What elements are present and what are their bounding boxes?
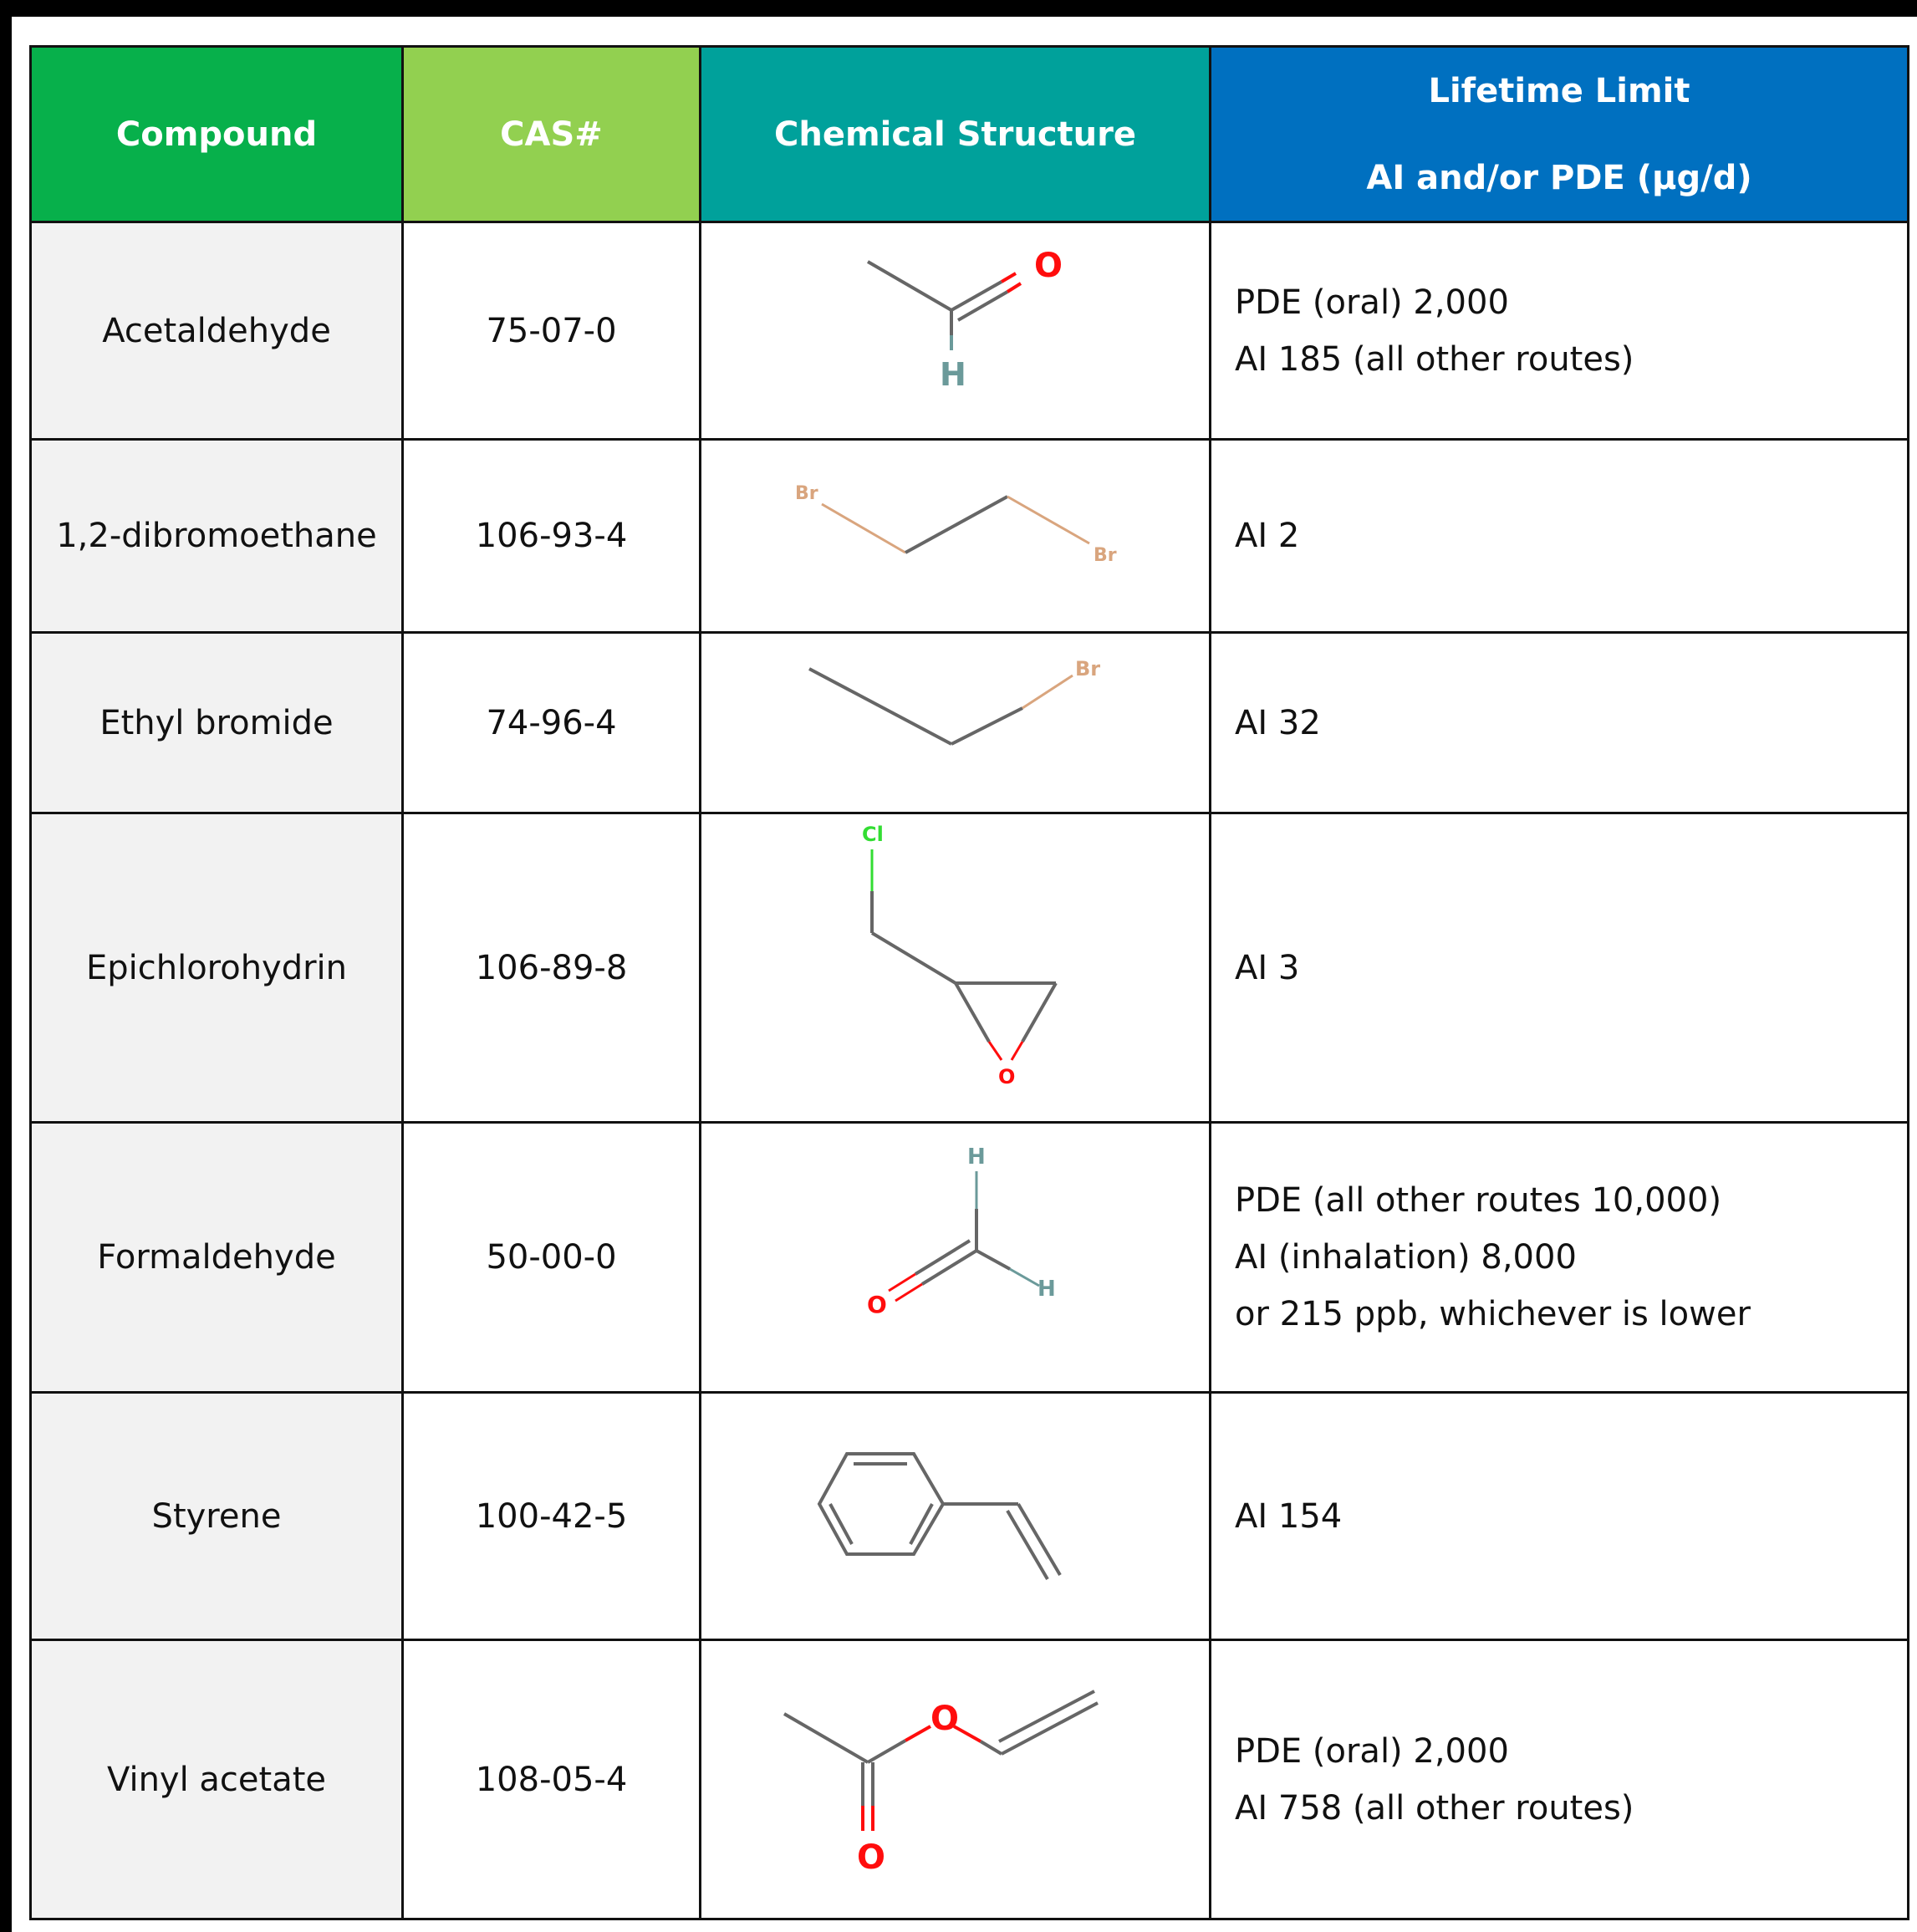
cas-number: 108-05-4	[401, 1639, 701, 1920]
header-limit-line2: AI and/or PDE (μg/d)	[1366, 158, 1752, 197]
styrene-structure	[817, 1451, 1062, 1580]
atom-label: Br	[795, 483, 818, 504]
lifetime-limit: PDE (oral) 2,000 AI 185 (all other route…	[1209, 221, 1909, 441]
acetaldehyde-structure: O H	[866, 247, 1063, 393]
compound-name: 1,2-dibromoethane	[29, 438, 404, 634]
atom-label: O	[857, 1838, 885, 1877]
cas-number: 75-07-0	[401, 221, 701, 441]
atom-label: Br	[1075, 657, 1100, 681]
epichlorohydrin-structure: Cl O	[862, 823, 1058, 1088]
limit-line: AI 758 (all other routes)	[1235, 1788, 1634, 1827]
header-lifetime-limit: Lifetime Limit AI and/or PDE (μg/d)	[1209, 45, 1909, 223]
table-row: Ethyl bromide 74-96-4 Br AI 32	[29, 631, 1909, 814]
table-row: Acetaldehyde 75-07-0 O H PDE (oral) 2,00…	[29, 221, 1909, 441]
compound-name: Styrene	[29, 1391, 404, 1641]
document-sheet: Compound CAS# Chemical Structure Lifetim…	[12, 17, 1917, 1932]
ethyl-bromide-structure: Br	[808, 657, 1100, 746]
atom-label: O	[1034, 247, 1063, 285]
limit-line: or 215 ppb, whichever is lower	[1235, 1295, 1751, 1333]
atom-label: O	[930, 1700, 959, 1738]
limit-line: AI 3	[1235, 948, 1300, 987]
limit-line: AI 2	[1235, 517, 1300, 555]
structure-cell: Br Br	[699, 438, 1211, 634]
structure-cell: Cl O	[699, 812, 1211, 1124]
header-structure: Chemical Structure	[699, 45, 1211, 223]
limit-line: AI 32	[1235, 703, 1321, 742]
limit-line: AI 185 (all other routes)	[1235, 339, 1634, 379]
formaldehyde-structure: H H O	[867, 1144, 1056, 1318]
structure-cell	[699, 1391, 1211, 1641]
compound-name: Acetaldehyde	[29, 221, 404, 441]
table-row: Vinyl acetate 108-05-4 O O	[29, 1639, 1909, 1920]
compound-name: Formaldehyde	[29, 1121, 404, 1394]
lifetime-limit: PDE (oral) 2,000 AI 758 (all other route…	[1209, 1639, 1909, 1920]
header-limit-line1: Lifetime Limit	[1428, 71, 1690, 110]
compound-limits-table: Compound CAS# Chemical Structure Lifetim…	[29, 45, 1909, 1920]
limit-line: PDE (oral) 2,000	[1235, 283, 1509, 322]
header-compound: Compound	[29, 45, 404, 223]
table-row: 1,2-dibromoethane 106-93-4 Br Br AI 2	[29, 438, 1909, 634]
cas-number: 100-42-5	[401, 1391, 701, 1641]
atom-label: Br	[1094, 545, 1117, 566]
limit-line: AI 154	[1235, 1496, 1343, 1536]
structure-cell: O O	[699, 1639, 1211, 1920]
atom-label: H	[1038, 1277, 1056, 1302]
table-row: Styrene 100-42-5 AI 154	[29, 1391, 1909, 1641]
compound-name: Epichlorohydrin	[29, 812, 404, 1124]
table-row: Epichlorohydrin 106-89-8 Cl O AI 3	[29, 812, 1909, 1124]
lifetime-limit: AI 154	[1209, 1391, 1909, 1641]
cas-number: 50-00-0	[401, 1121, 701, 1394]
table-row: Formaldehyde 50-00-0 H H O PD	[29, 1121, 1909, 1394]
cas-number: 106-89-8	[401, 812, 701, 1124]
vinyl-acetate-structure: O O	[783, 1689, 1099, 1877]
header-cas: CAS#	[401, 45, 701, 223]
atom-label: O	[867, 1291, 887, 1318]
atom-label: H	[940, 356, 966, 393]
structure-cell: H H O	[699, 1121, 1211, 1394]
atom-label: H	[967, 1144, 986, 1170]
structure-cell: Br	[699, 631, 1211, 814]
lifetime-limit: AI 32	[1209, 631, 1909, 814]
compound-name: Ethyl bromide	[29, 631, 404, 814]
header-row: Compound CAS# Chemical Structure Lifetim…	[29, 45, 1909, 223]
compound-name: Vinyl acetate	[29, 1639, 404, 1920]
structure-cell: O H	[699, 221, 1211, 441]
cas-number: 106-93-4	[401, 438, 701, 634]
lifetime-limit: AI 2	[1209, 438, 1909, 634]
cas-number: 74-96-4	[401, 631, 701, 814]
lifetime-limit: PDE (all other routes 10,000) AI (inhala…	[1209, 1121, 1909, 1394]
atom-label: Cl	[862, 823, 884, 846]
limit-line: PDE (all other routes 10,000)	[1235, 1181, 1722, 1220]
limit-line: AI (inhalation) 8,000	[1235, 1238, 1577, 1277]
lifetime-limit: AI 3	[1209, 812, 1909, 1124]
dibromoethane-structure: Br Br	[795, 483, 1117, 566]
atom-label: O	[998, 1065, 1015, 1088]
limit-line: PDE (oral) 2,000	[1235, 1731, 1509, 1771]
